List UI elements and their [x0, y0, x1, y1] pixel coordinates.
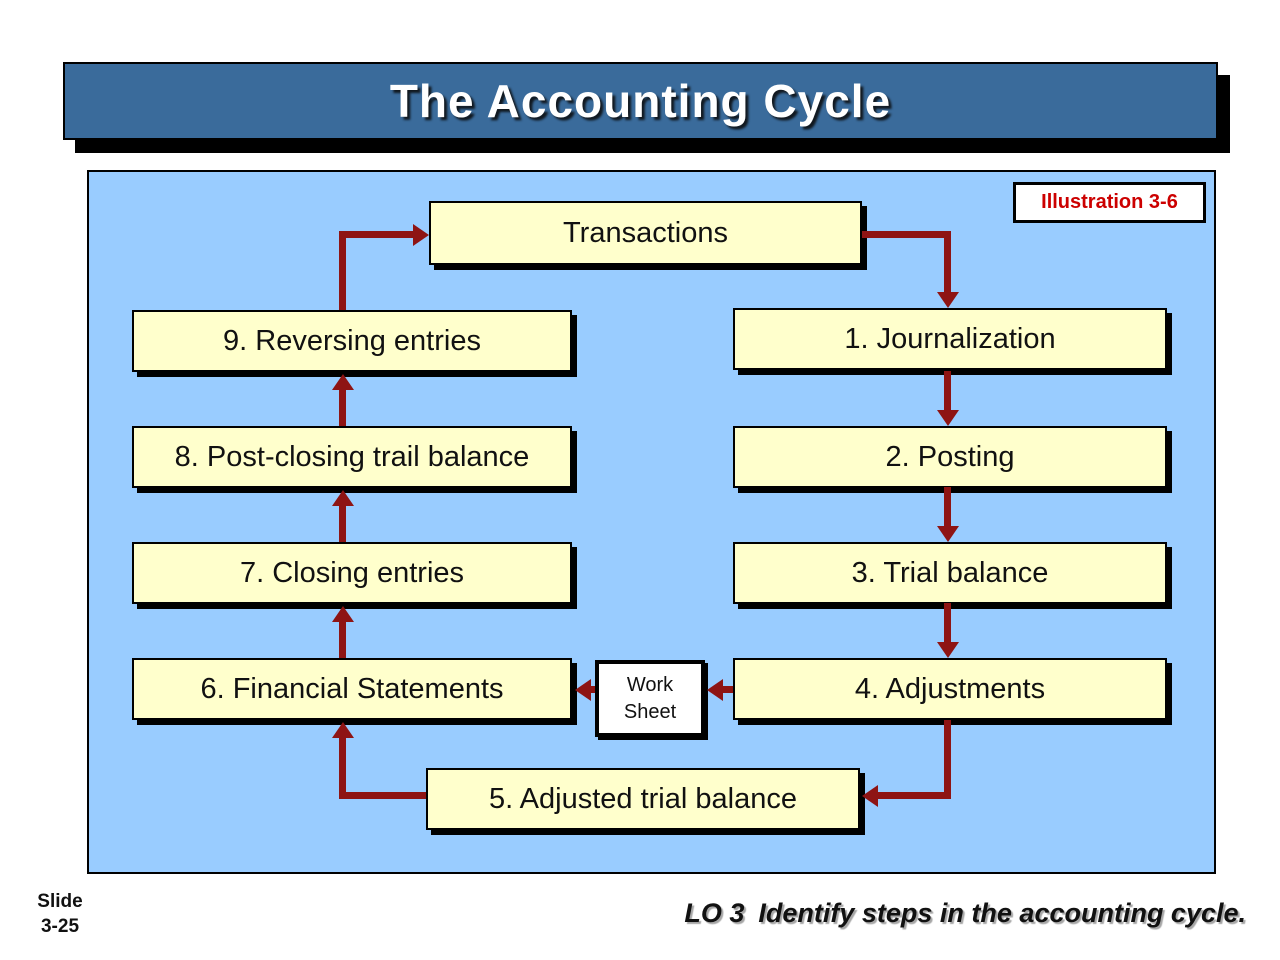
node-transactions: Transactions — [429, 201, 862, 265]
learning-objective: LO 3 Identify steps in the accounting cyc… — [684, 898, 1246, 929]
arrow-post-closing-to-reversing-head — [332, 374, 354, 390]
arrow-adjusted-tb-to-financial-vertical — [339, 738, 346, 799]
arrow-adjustments-to-worksheet-head — [707, 679, 723, 701]
node-closing-entries-label: 7. Closing entries — [239, 556, 465, 589]
arrow-posting-to-trial-balance-line — [944, 487, 951, 526]
slide-number-value: 3-25 — [40, 915, 80, 937]
node-financial-statements: 6. Financial Statements — [132, 658, 572, 720]
node-reversing-entries: 9. Reversing entries — [132, 310, 572, 372]
node-journalization: 1. Journalization — [733, 308, 1167, 370]
arrow-journalization-to-posting-head — [937, 410, 959, 426]
arrow-adjustments-to-adjusted-tb-vertical — [944, 720, 951, 799]
node-journalization-label: 1. Journalization — [844, 322, 1056, 355]
arrow-transactions-to-journalization-vertical — [944, 231, 951, 292]
node-adjustments: 4. Adjustments — [733, 658, 1167, 720]
arrow-financial-to-closing-head — [332, 606, 354, 622]
learning-objective-text: Identify steps in the accounting cycle. — [758, 898, 1246, 928]
learning-objective-prefix: LO 3 — [684, 898, 745, 928]
arrow-trial-balance-to-adjustments-line — [944, 603, 951, 642]
worksheet-label-line2: Sheet — [623, 700, 677, 723]
node-worksheet: Work Sheet — [595, 660, 705, 737]
arrow-closing-to-post-closing-head — [332, 490, 354, 506]
arrow-closing-to-post-closing-line — [339, 506, 346, 542]
arrow-worksheet-to-financial-line — [591, 686, 595, 693]
node-trial-balance-label: 3. Trial balance — [851, 556, 1049, 589]
node-adjusted-trial-balance-label: 5. Adjusted trial balance — [489, 782, 797, 815]
arrow-journalization-to-posting-line — [944, 371, 951, 410]
node-posting: 2. Posting — [733, 426, 1167, 488]
arrow-adjustments-to-adjusted-tb-head — [862, 785, 878, 807]
arrow-reversing-to-transactions-horizontal — [339, 231, 415, 238]
node-financial-statements-label: 6. Financial Statements — [200, 672, 504, 705]
arrow-worksheet-to-financial-head — [575, 679, 591, 701]
arrow-trial-balance-to-adjustments-head — [937, 642, 959, 658]
diagram-panel — [87, 170, 1216, 874]
arrow-post-closing-to-reversing-line — [339, 390, 346, 426]
arrow-adjustments-to-worksheet-line — [723, 686, 733, 693]
arrow-posting-to-trial-balance-head — [937, 526, 959, 542]
arrow-reversing-to-transactions-head — [413, 224, 429, 246]
node-closing-entries: 7. Closing entries — [132, 542, 572, 604]
node-reversing-entries-label: 9. Reversing entries — [223, 324, 481, 357]
arrow-financial-to-closing-line — [339, 622, 346, 658]
slide-title: The Accounting Cycle — [389, 75, 892, 127]
arrow-transactions-to-journalization-head — [937, 292, 959, 308]
arrow-adjusted-tb-to-financial-horizontal — [339, 792, 426, 799]
slide-number: Slide 3-25 — [28, 890, 92, 939]
arrow-adjusted-tb-to-financial-head — [332, 722, 354, 738]
slide-title-bar: The Accounting Cycle — [63, 62, 1218, 140]
node-trial-balance: 3. Trial balance — [733, 542, 1167, 604]
node-post-closing-trial-balance-label: 8. Post-closing trail balance — [174, 440, 530, 473]
arrow-reversing-to-transactions-vertical — [339, 231, 346, 310]
arrow-transactions-to-journalization-horizontal — [862, 231, 951, 238]
illustration-badge: Illustration 3-6 — [1013, 182, 1206, 223]
node-adjustments-label: 4. Adjustments — [854, 672, 1046, 705]
node-posting-label: 2. Posting — [885, 440, 1015, 473]
worksheet-label-line1: Work — [626, 673, 674, 696]
node-post-closing-trial-balance: 8. Post-closing trail balance — [132, 426, 572, 488]
slide-number-word: Slide — [37, 891, 83, 912]
arrow-adjustments-to-adjusted-tb-horizontal — [878, 792, 951, 799]
illustration-label: Illustration 3-6 — [1041, 191, 1178, 213]
node-adjusted-trial-balance: 5. Adjusted trial balance — [426, 768, 860, 830]
node-transactions-label: Transactions — [563, 216, 728, 249]
